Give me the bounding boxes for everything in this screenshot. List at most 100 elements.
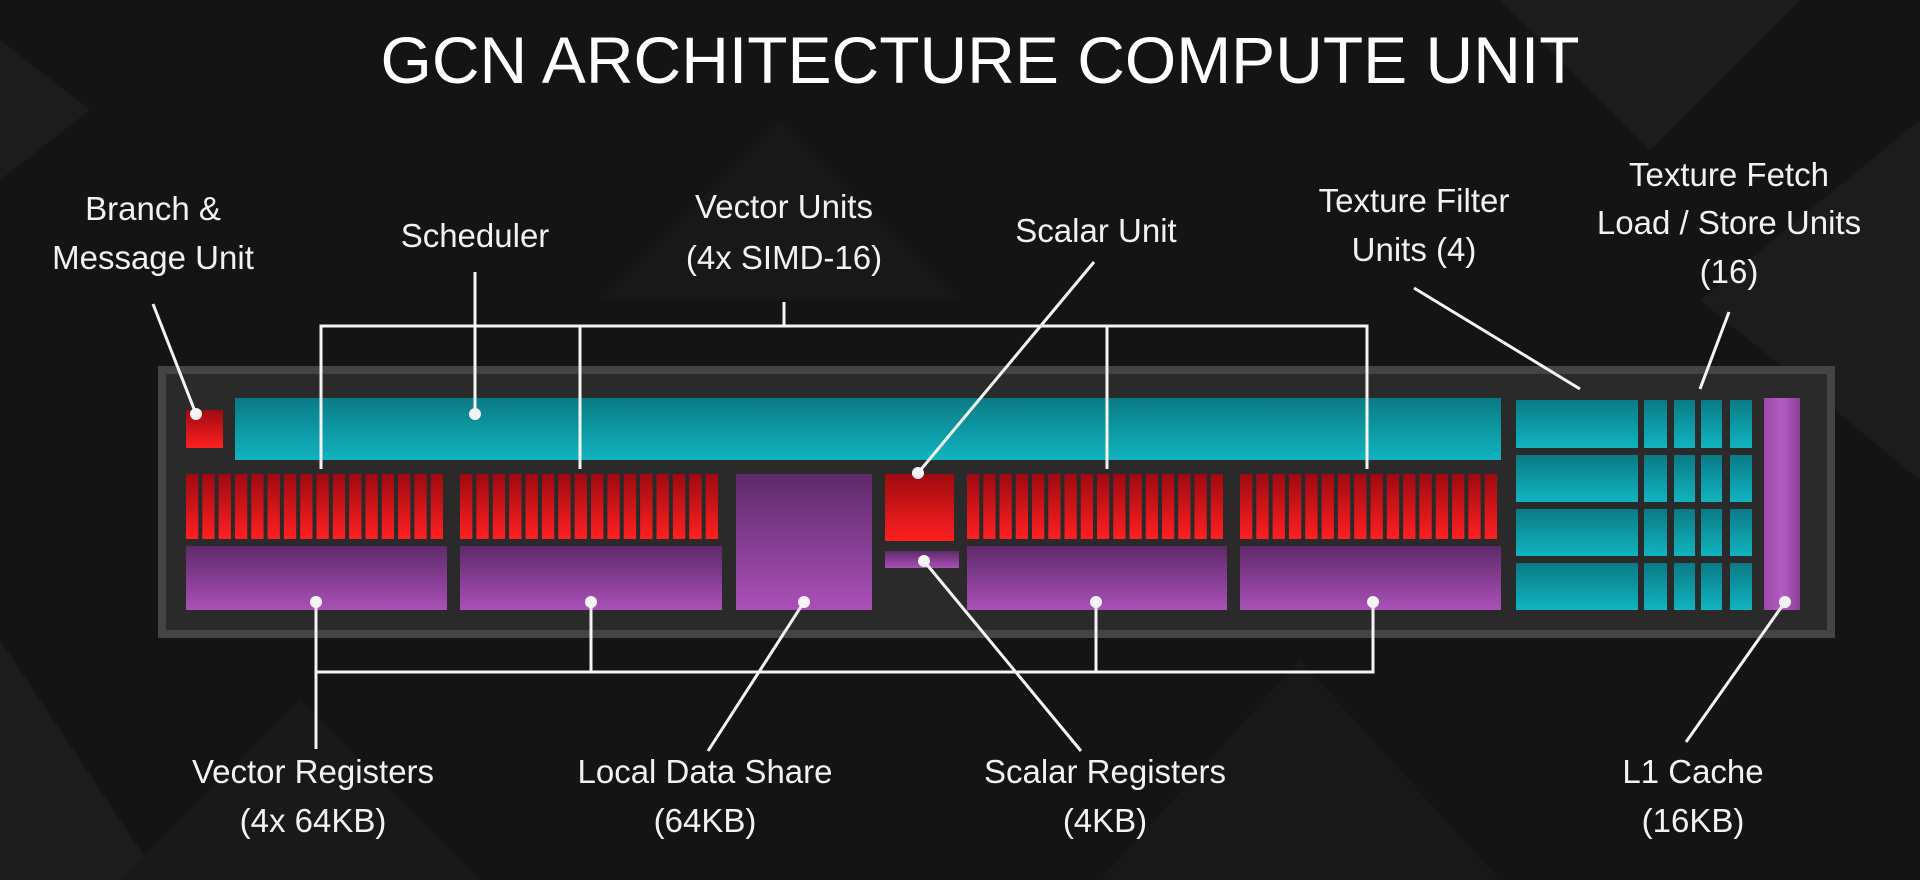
simd-lane	[1178, 474, 1191, 539]
label-lds-line2: (64KB)	[654, 802, 757, 839]
label-lds-line1: Local Data Share	[578, 753, 833, 790]
label-scheduler: Scheduler	[401, 217, 550, 254]
load-store-unit	[1701, 400, 1722, 448]
simd-lane	[414, 474, 427, 539]
label-scalar-registers-line2: (4KB)	[1063, 802, 1147, 839]
simd-lane	[1256, 474, 1269, 539]
label-texture-fetch-line2: Load / Store Units	[1597, 204, 1861, 241]
load-store-unit	[1674, 455, 1695, 502]
texture-filter-unit	[1516, 455, 1638, 502]
simd-lane	[999, 474, 1012, 539]
simd-lane	[1288, 474, 1302, 539]
simd-lane	[1048, 474, 1061, 539]
simd-lane	[1403, 474, 1416, 539]
texture-filter-unit	[1516, 509, 1638, 556]
simd-lane	[186, 474, 199, 539]
l1-cache-block	[1764, 398, 1800, 610]
simd-lane	[525, 474, 538, 539]
simd-lane	[1435, 474, 1449, 539]
simd-lane	[365, 474, 378, 539]
load-store-unit	[1730, 400, 1752, 448]
simd-lane	[251, 474, 264, 539]
texture-filter-unit	[1516, 563, 1638, 610]
simd-lane	[1064, 474, 1077, 539]
load-store-unit	[1701, 455, 1722, 502]
texture-units-group	[1516, 400, 1752, 610]
simd-lane	[1145, 474, 1158, 539]
load-store-unit	[1730, 455, 1752, 502]
load-store-unit	[1730, 509, 1752, 556]
load-store-unit	[1730, 563, 1752, 610]
load-store-unit	[1701, 509, 1722, 556]
simd-lane	[234, 474, 248, 539]
simd-lane	[1113, 474, 1126, 539]
simd-lane	[1240, 474, 1253, 539]
simd-lane	[1354, 474, 1367, 539]
load-store-unit	[1644, 455, 1667, 502]
load-store-unit	[1674, 509, 1695, 556]
simd-lane	[1419, 474, 1432, 539]
simd-lane	[332, 474, 346, 539]
texture-filter-unit	[1516, 400, 1638, 448]
simd-lane	[430, 474, 443, 539]
simd-lane	[267, 474, 280, 539]
label-vector-registers-line2: (4x 64KB)	[240, 802, 387, 839]
simd-lane	[983, 474, 996, 539]
simd-lane	[349, 474, 362, 539]
simd-lane	[283, 474, 297, 539]
load-store-unit	[1674, 400, 1695, 448]
simd-lane	[381, 474, 395, 539]
simd-lane	[640, 474, 653, 539]
simd-lane	[1015, 474, 1028, 539]
simd-lane	[476, 474, 489, 539]
simd-lane	[460, 474, 473, 539]
simd-lane	[1129, 474, 1142, 539]
scheduler-block	[235, 398, 1501, 460]
simd-lane	[218, 474, 231, 539]
simd-lane	[1484, 474, 1497, 539]
simd-lane	[1080, 474, 1093, 539]
simd-lane	[1321, 474, 1334, 539]
label-branch-line2: Message Unit	[52, 239, 254, 276]
simd-lane	[541, 474, 555, 539]
simd-lane	[492, 474, 506, 539]
label-vector-registers-line1: Vector Registers	[192, 753, 434, 790]
load-store-unit	[1674, 563, 1695, 610]
simd-lane	[574, 474, 587, 539]
simd-lane	[300, 474, 313, 539]
simd-lane	[1452, 474, 1465, 539]
simd-lane	[316, 474, 329, 539]
simd-lane	[967, 474, 980, 539]
vector-units-group	[186, 474, 1497, 539]
simd-lane	[623, 474, 637, 539]
load-store-unit	[1644, 563, 1667, 610]
label-texture-filter-line2: Units (4)	[1352, 231, 1477, 268]
label-branch-line1: Branch &	[85, 190, 221, 227]
simd-lane	[656, 474, 669, 539]
simd-lane	[558, 474, 571, 539]
label-scalar-unit: Scalar Unit	[1015, 212, 1176, 249]
simd-lane	[1386, 474, 1400, 539]
local-data-share-block	[736, 474, 872, 610]
label-l1-cache-line2: (16KB)	[1642, 802, 1745, 839]
simd-lane	[1468, 474, 1481, 539]
label-texture-fetch-line1: Texture Fetch	[1629, 156, 1829, 193]
simd-lane	[1370, 474, 1383, 539]
callout-lines	[151, 261, 1791, 752]
simd-lane	[672, 474, 686, 539]
label-texture-filter-line1: Texture Filter	[1319, 182, 1510, 219]
scalar-unit-block	[885, 474, 954, 541]
label-vector-units-line1: Vector Units	[695, 188, 873, 225]
simd-lane	[202, 474, 215, 539]
simd-lane	[1032, 474, 1045, 539]
simd-lane	[607, 474, 620, 539]
simd-lane	[1194, 474, 1207, 539]
load-store-unit	[1644, 509, 1667, 556]
simd-lane	[689, 474, 702, 539]
simd-lane	[1162, 474, 1175, 539]
label-l1-cache-line1: L1 Cache	[1622, 753, 1763, 790]
simd-lane	[1337, 474, 1351, 539]
simd-lane	[705, 474, 718, 539]
